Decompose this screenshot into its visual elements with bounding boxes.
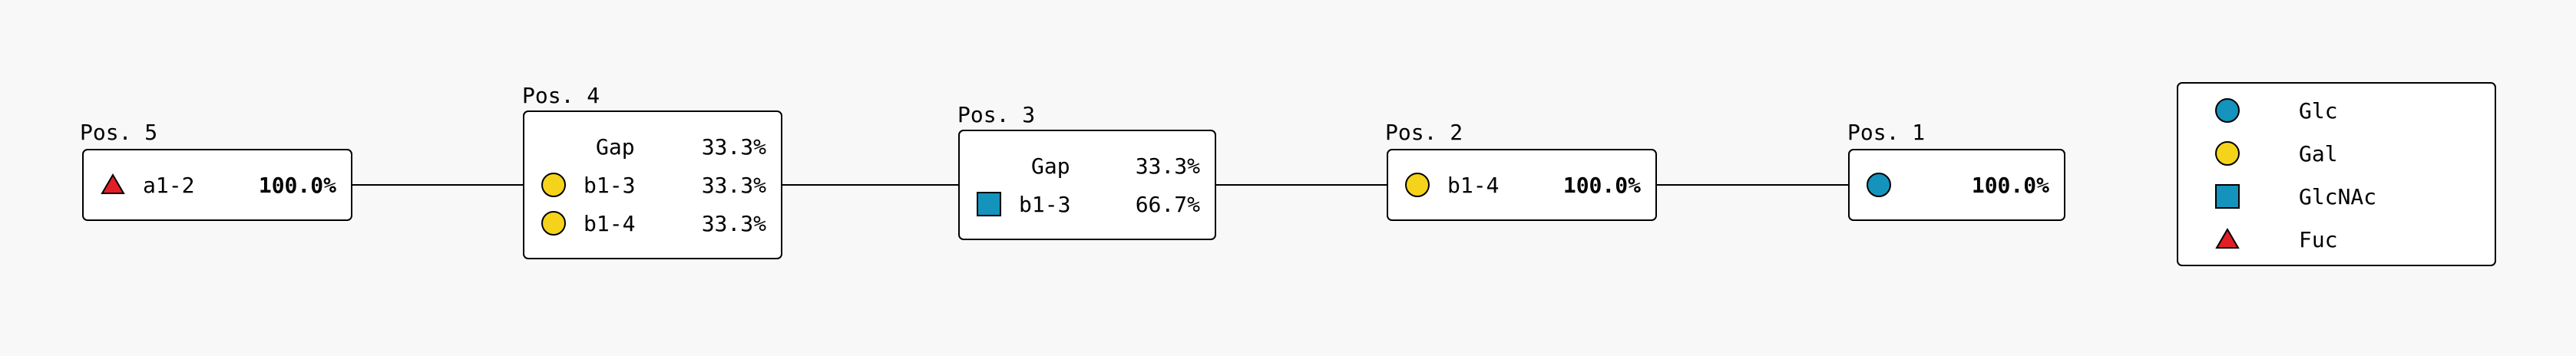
gap-label: Gap: [596, 134, 635, 160]
glcnac-icon: [2215, 184, 2240, 209]
glc-icon: [1867, 173, 1891, 197]
legend-label: Fuc: [2299, 227, 2338, 252]
position-label: Pos. 3: [957, 102, 1035, 127]
percentage-label: 33.3%: [702, 173, 766, 198]
linkage-label: b1-3: [1019, 192, 1070, 217]
position-node: Pos. 2 b1-4 100.0%: [1385, 120, 1657, 221]
legend-label: Glc: [2299, 98, 2338, 124]
position-box: [1848, 149, 2065, 221]
position-label: Pos. 2: [1385, 120, 1463, 145]
percentage-label: 100.0%: [1972, 173, 2049, 198]
position-node: Pos. 4 Gap 33.3% b1-3 33.3% b1-4 33.3%: [522, 83, 782, 259]
legend-label: Gal: [2299, 141, 2338, 166]
gal-icon: [1405, 173, 1430, 197]
percentage-label: 100.0%: [1563, 173, 1641, 198]
position-node: Pos. 5 a1-2 100.0%: [80, 120, 352, 221]
linkage-label: b1-4: [584, 211, 635, 236]
position-node: Pos. 1 100.0%: [1847, 120, 2065, 221]
linkage-label: b1-4: [1447, 173, 1499, 198]
position-label: Pos. 1: [1847, 120, 1925, 145]
linkage-label: a1-2: [143, 173, 194, 198]
position-node: Pos. 3 Gap 33.3% b1-3 66.7%: [957, 102, 1216, 240]
percentage-label: 33.3%: [702, 211, 766, 236]
percentage-label: 33.3%: [702, 134, 766, 160]
glc-icon: [2215, 98, 2240, 123]
glcnac-icon: [977, 192, 1001, 216]
percentage-label: 33.3%: [1136, 153, 1200, 179]
legend-label: GlcNAc: [2299, 184, 2376, 209]
position-box: [82, 149, 352, 221]
gal-icon: [541, 211, 566, 236]
fuc-icon: [101, 173, 125, 194]
percentage-label: 66.7%: [1136, 192, 1200, 217]
position-label: Pos. 5: [80, 120, 157, 145]
position-nodes: Pos. 5 a1-2 100.0% Pos. 4 Gap 33.3% b1-3 33.3% b…: [80, 83, 2065, 259]
gal-icon: [2215, 141, 2240, 166]
position-box: [523, 110, 782, 259]
legend-box: [2177, 82, 2496, 266]
gal-icon: [541, 173, 566, 197]
position-box: [1387, 149, 1657, 221]
gap-label: Gap: [1031, 153, 1070, 179]
linkage-label: b1-3: [584, 173, 635, 198]
fuc-icon: [2215, 228, 2240, 249]
percentage-label: 100.0%: [259, 173, 336, 198]
position-box: [958, 130, 1216, 240]
position-label: Pos. 4: [522, 83, 600, 108]
